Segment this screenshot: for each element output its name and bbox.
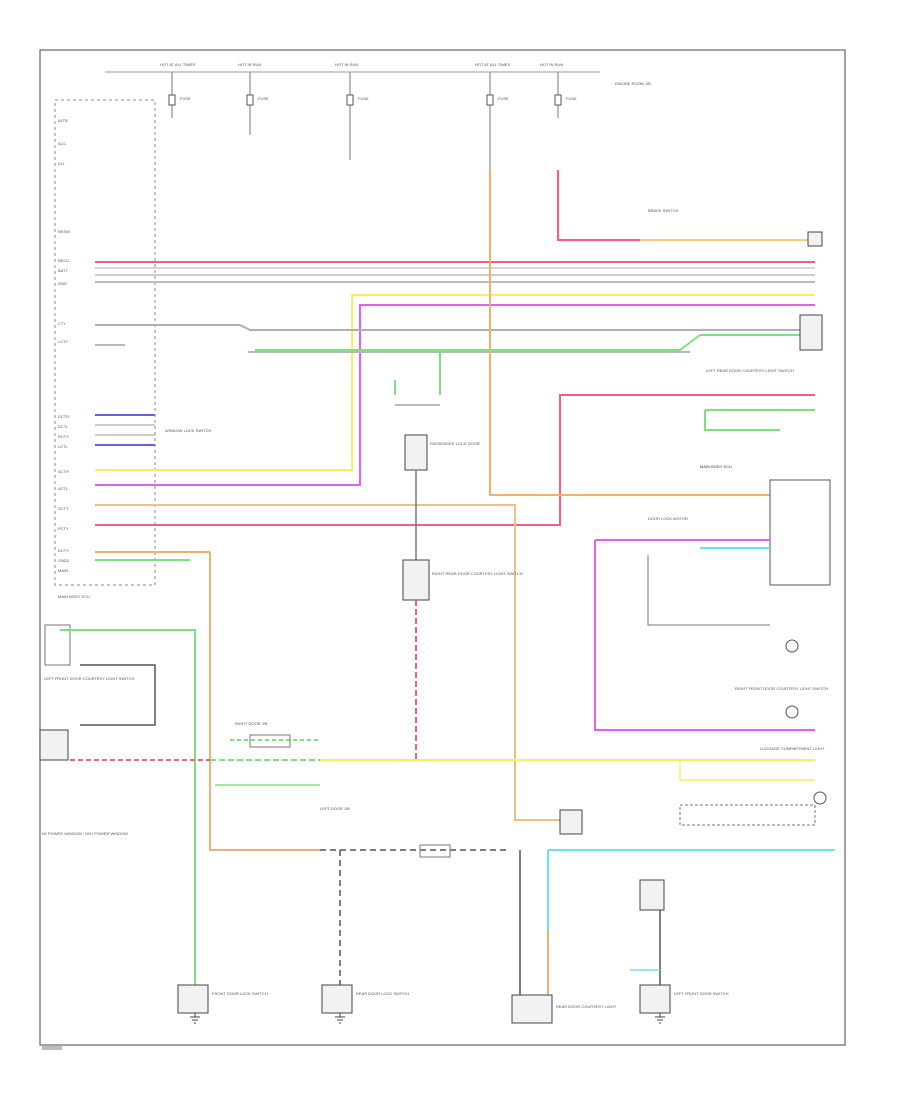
motor-icon-1 xyxy=(785,639,799,653)
left-front-door-label: LEFT FRONT DOOR COURTESY LIGHT SWITCH xyxy=(44,676,135,681)
left-door-jb-icon xyxy=(559,809,583,835)
gray-loop xyxy=(647,555,770,626)
luggage-label: LUGGAGE COMPARTMENT LIGHT xyxy=(760,746,825,751)
svg-text:IG1: IG1 xyxy=(58,161,65,166)
brake-switch-label: BRAKE SWITCH xyxy=(648,208,679,213)
fuses xyxy=(168,94,562,106)
right-front-door-label: RIGHT FRONT DOOR COURTESY LIGHT SWITCH xyxy=(735,686,828,691)
door-lock-motor-label: DOOR LOCK MOTOR xyxy=(648,516,688,521)
fuse-4-icon xyxy=(486,94,494,106)
yellow-branch xyxy=(679,760,815,781)
bottom-switch-2-icon xyxy=(321,984,353,1014)
left-black-loop xyxy=(80,664,156,726)
fuse-3-icon xyxy=(346,94,354,106)
magenta-loop xyxy=(594,540,815,731)
fuse-5-icon xyxy=(554,94,562,106)
motor-icon-2 xyxy=(785,705,799,719)
svg-text:MAIN: MAIN xyxy=(58,568,68,573)
bottom-label-1: FRONT DOOR LOCK SWITCH xyxy=(212,991,268,996)
fuse-drops xyxy=(171,72,559,170)
svg-text:ALTB: ALTB xyxy=(58,118,68,123)
svg-text:PCTY: PCTY xyxy=(58,526,69,531)
lock-actuator-icon xyxy=(402,559,430,601)
bottom-switch-1-icon xyxy=(177,984,209,1014)
hot-label-5: HOT IN RUN xyxy=(540,62,563,67)
brake-wire xyxy=(557,170,815,241)
left-orange-drop xyxy=(209,552,320,851)
left-lower-box xyxy=(44,624,71,666)
page-tag xyxy=(42,1046,62,1050)
fuse-label-1: FUSE xyxy=(180,96,191,101)
bottom-label-4: LEFT FRONT DOOR SWITCH xyxy=(674,991,729,996)
fuse-label-5: FUSE xyxy=(566,96,577,101)
left-rear-door-label: LEFT REAR DOOR COURTESY LIGHT SWITCH xyxy=(706,368,794,373)
center-relay-icon xyxy=(419,844,451,858)
svg-text:CTY: CTY xyxy=(58,321,66,326)
svg-text:MAIN BODY ECU: MAIN BODY ECU xyxy=(58,594,90,599)
ground-icons xyxy=(190,1013,665,1024)
svg-text:BATT: BATT xyxy=(58,268,68,273)
bottom-label-3: REAR DOOR COURTESY LIGHT xyxy=(556,1004,617,1009)
diagram-frame xyxy=(39,49,846,1046)
bottom-switch-4-icon xyxy=(639,984,671,1014)
body-ecu-box xyxy=(769,479,831,586)
svg-text:DCTY: DCTY xyxy=(58,548,69,553)
right-rear-door-label: RIGHT REAR DOOR COURTESY LIGHT SWITCH xyxy=(432,571,523,576)
right-lower-switch-icon xyxy=(639,879,665,911)
fuse-label-3: FUSE xyxy=(358,96,369,101)
bottom-label-2: REAR DOOR LOCK SWITCH xyxy=(356,991,409,996)
wire-bundle xyxy=(95,170,815,821)
svg-text:WINDOW LOCK SWITCH: WINDOW LOCK SWITCH xyxy=(165,428,212,433)
hot-label-3: HOT IN RUN xyxy=(335,62,358,67)
svg-text:GND: GND xyxy=(58,281,67,286)
svg-text:DCTR: DCTR xyxy=(58,414,69,419)
center-green-drop xyxy=(394,350,441,395)
fuse-label-2: FUSE xyxy=(258,96,269,101)
hot-label-2: HOT IN RUN xyxy=(238,62,261,67)
blue-connector: WINDOW LOCK SWITCH xyxy=(95,414,212,446)
left-door-switch-icon xyxy=(39,729,69,761)
svg-text:GND2: GND2 xyxy=(58,558,70,563)
passenger-lock-icon xyxy=(404,434,428,471)
svg-text:DCTL: DCTL xyxy=(58,424,69,429)
svg-text:BECU: BECU xyxy=(58,258,69,263)
body-ecu-label: MAIN BODY ECU xyxy=(700,464,732,469)
motor-icon-3 xyxy=(813,791,827,805)
svg-text:LCTL: LCTL xyxy=(58,444,69,449)
left-ecu-box xyxy=(54,99,156,586)
rdjb-relay-icon xyxy=(249,734,291,748)
svg-text:BKSW: BKSW xyxy=(58,229,70,234)
passenger-lock-label: PASSENGER LOCK DOOR xyxy=(430,441,480,446)
fuse-2-icon xyxy=(246,94,254,106)
svg-text:ACTL: ACTL xyxy=(58,486,69,491)
left-pin-labels: ALTB ACC IG1 BKSW BECU BATT GND CTY LCTY DCTR D… xyxy=(58,118,90,599)
left-door-jb-label: LEFT DOOR J/B xyxy=(320,806,350,811)
brake-switch-icon xyxy=(807,231,823,247)
svg-text:ACTR: ACTR xyxy=(58,469,69,474)
lr-door-switch-icon xyxy=(799,314,823,351)
right-dashed-box xyxy=(679,804,816,826)
bottom-switch-3-icon xyxy=(511,994,553,1024)
fuse-label-4: FUSE xyxy=(498,96,509,101)
svg-text:RCTY: RCTY xyxy=(58,434,69,439)
hot-label-1: HOT AT ALL TIMES xyxy=(160,62,195,67)
left-green-drop xyxy=(60,629,196,995)
svg-text:SCTY: SCTY xyxy=(58,506,69,511)
engine-room-label: ENGINE ROOM J/B xyxy=(615,81,651,86)
fuse-1-icon xyxy=(168,94,176,106)
svg-text:LCTY: LCTY xyxy=(58,339,69,344)
hot-label-4: HOT AT ALL TIMES xyxy=(475,62,510,67)
right-door-jb-label: RIGHT DOOR J/B xyxy=(235,721,268,726)
svg-text:ACC: ACC xyxy=(58,141,67,146)
right-green-wire xyxy=(704,409,815,431)
notes-label: W/ POWER WINDOW / W/O POWER WINDOW xyxy=(42,831,128,836)
bottom-switches xyxy=(177,984,671,1024)
cyan-drop xyxy=(547,849,835,995)
